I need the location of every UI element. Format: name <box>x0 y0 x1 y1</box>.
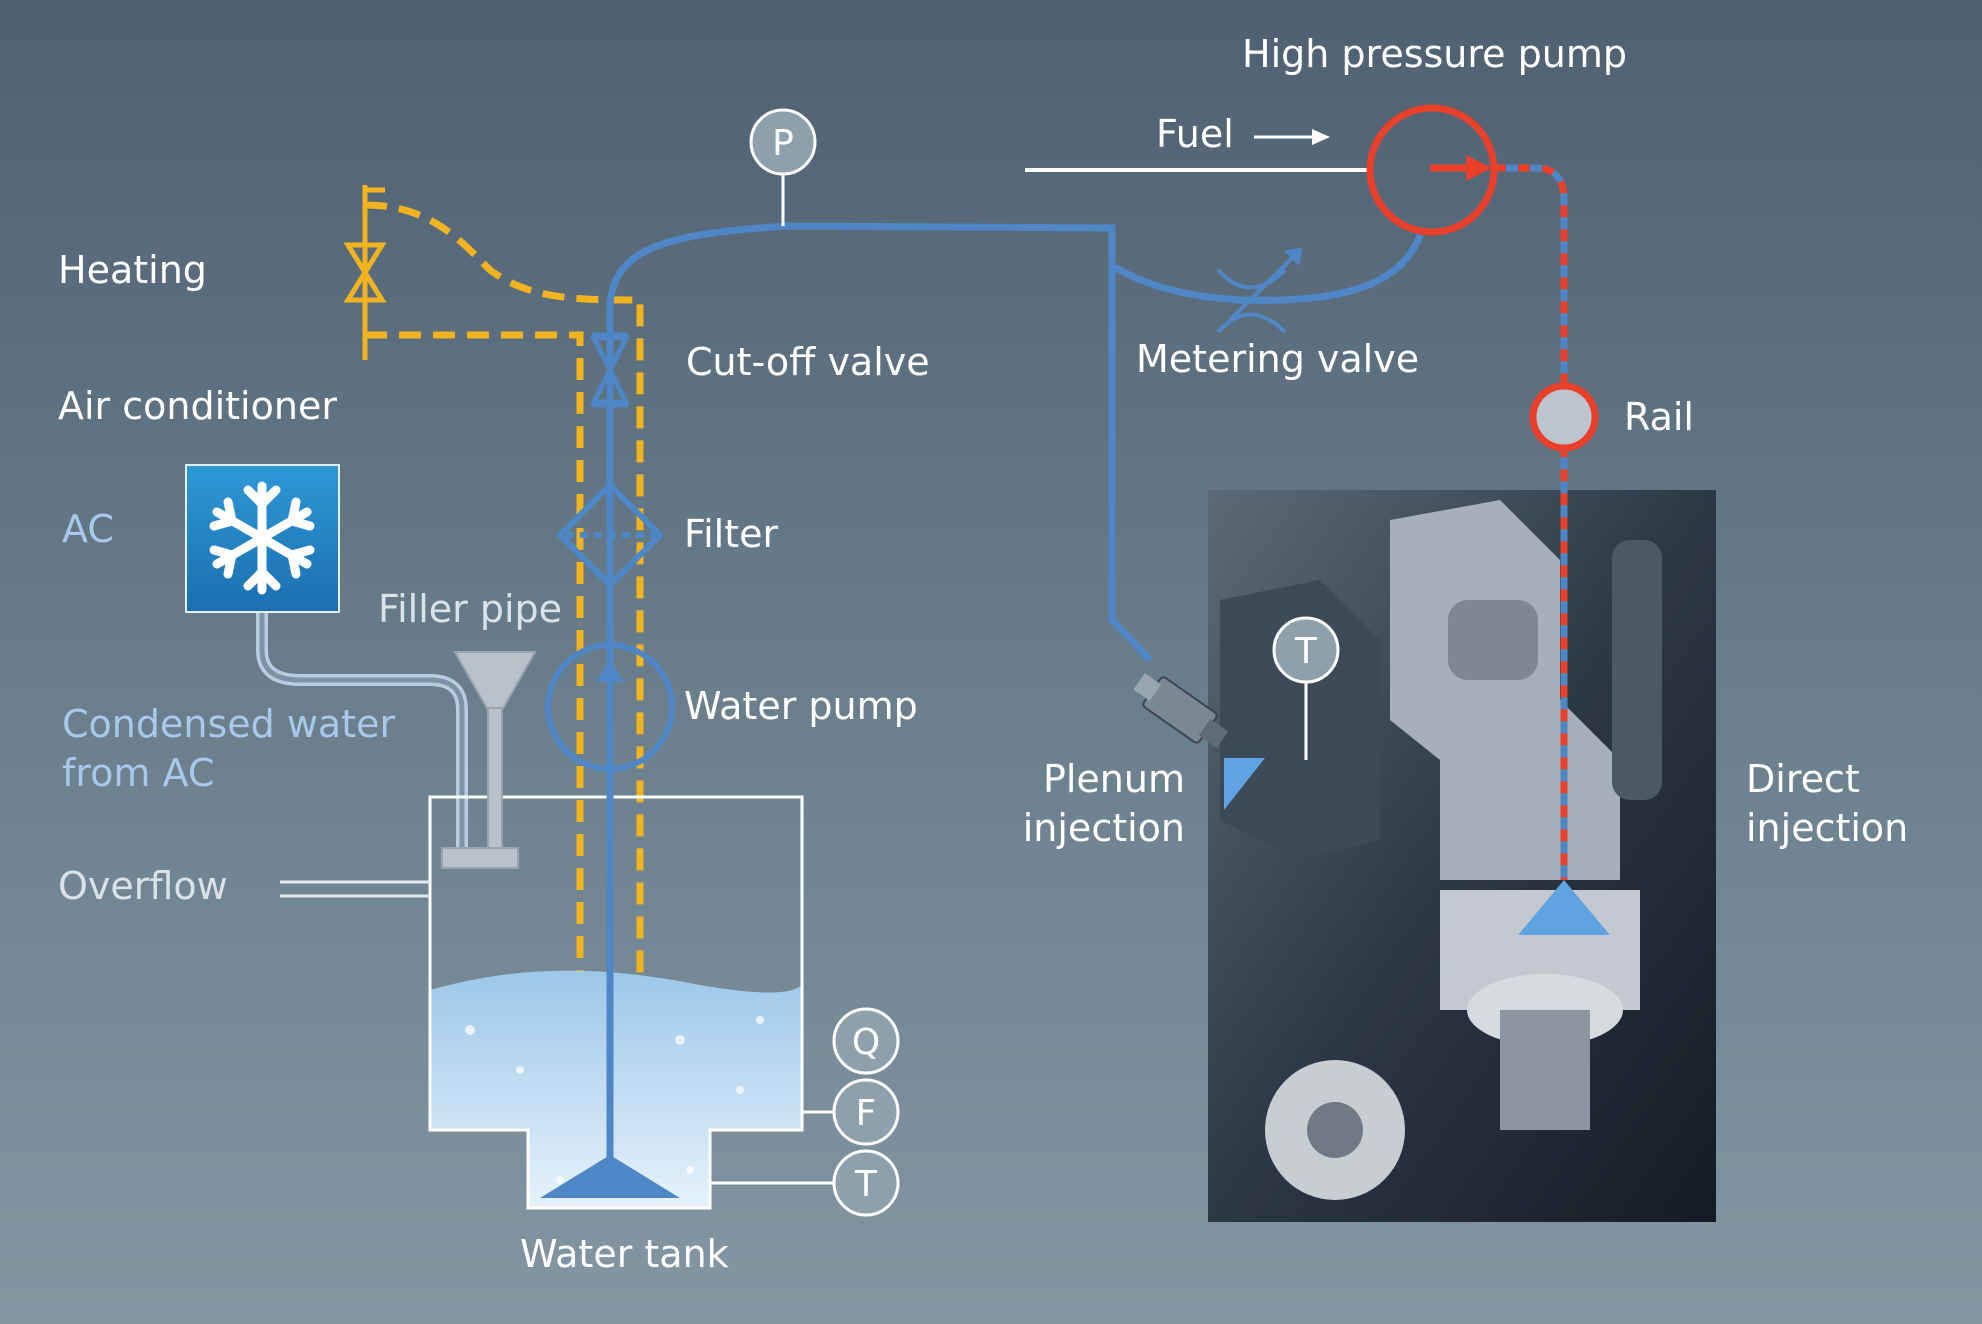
filter-icon <box>555 480 665 590</box>
plenum-injector-icon <box>1133 673 1265 810</box>
cut-off-valve-label: Cut-off valve <box>686 340 930 384</box>
rail-icon <box>1529 382 1599 452</box>
quality-sensor-letter: Q <box>852 1022 880 1063</box>
direct-injection-label: Direct injection <box>1746 757 1909 851</box>
ac-unit <box>185 464 340 613</box>
rail-line <box>1494 164 1568 880</box>
metering-valve-label: Metering valve <box>1136 337 1420 381</box>
overflow-label: Overflow <box>58 864 228 908</box>
heating-label: Heating <box>58 248 207 292</box>
water-line <box>606 222 1424 1185</box>
high-pressure-pump-icon <box>1366 104 1498 236</box>
water-pump-label: Water pump <box>684 684 918 728</box>
tank-temp-sensor-letter: T <box>854 1164 878 1205</box>
filler-pipe-funnel <box>441 651 537 869</box>
engine-temp-sensor-letter: T <box>1294 631 1318 672</box>
filler-pipe-label: Filler pipe <box>378 587 563 631</box>
fill-level-sensor-icon: F <box>802 1078 900 1146</box>
pressure-sensor-icon: P <box>749 108 817 226</box>
tank-pickup-nozzle <box>540 1155 680 1198</box>
high-pressure-pump-label: High pressure pump <box>1242 32 1627 76</box>
condensate-pipe-core <box>259 610 465 860</box>
fuel-feed-line <box>1025 129 1370 172</box>
water-tank-label: Water tank <box>520 1232 729 1276</box>
fill-level-sensor-letter: F <box>856 1093 877 1134</box>
plenum-injection-label: Plenum injection <box>1022 757 1185 851</box>
condensed-water-label: Condensed water from AC <box>62 702 396 796</box>
water-pump-icon <box>545 642 675 772</box>
pressure-sensor-letter: P <box>772 123 794 164</box>
heating-valve-icon <box>343 185 387 360</box>
overflow-pipe <box>280 880 430 898</box>
ac-label: AC <box>62 507 114 551</box>
heating-line <box>364 201 644 1200</box>
direct-injection-nozzle-icon <box>1518 880 1610 935</box>
engine-cutaway-image <box>1208 490 1716 1222</box>
snowflake-icon <box>209 481 315 595</box>
tank-temp-sensor-icon: T <box>710 1149 900 1217</box>
filter-label: Filter <box>684 512 779 556</box>
metering-valve-icon <box>1216 247 1303 334</box>
engine-temp-sensor-icon: T <box>1272 616 1340 760</box>
fuel-label: Fuel <box>1156 112 1234 156</box>
quality-sensor-icon: Q <box>832 1007 900 1075</box>
rail-label: Rail <box>1624 395 1694 439</box>
cut-off-valve-icon <box>589 332 631 408</box>
water-tank <box>428 795 804 1210</box>
air-conditioner-label: Air conditioner <box>58 384 337 428</box>
